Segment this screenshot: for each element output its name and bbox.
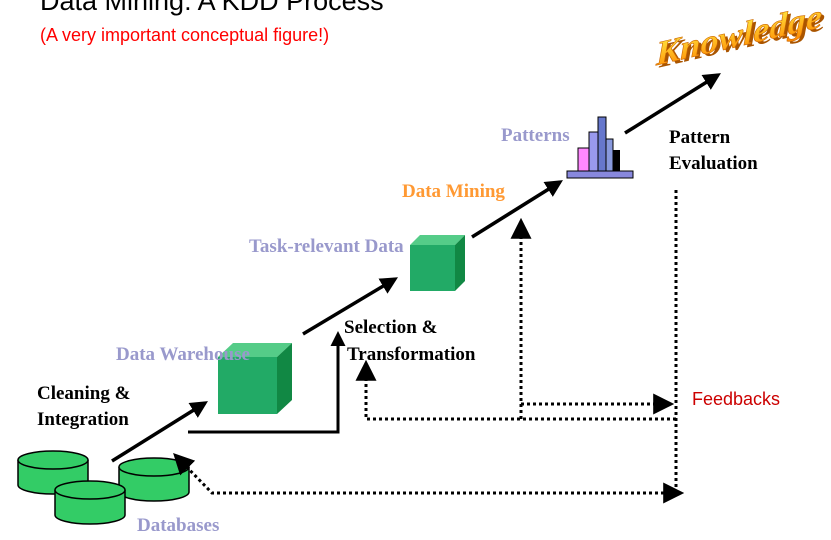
- arrow-task-to-mining: [471, 180, 563, 239]
- arrow-patterns-to-knowledge: [624, 73, 721, 135]
- label-pattern-evaluation-1: Pattern: [669, 127, 731, 148]
- task-relevant-data-cube: [410, 235, 465, 291]
- label-selection-2: Transformation: [347, 344, 476, 365]
- label-databases: Databases: [137, 515, 220, 536]
- feedback-to-databases: [173, 452, 676, 495]
- database-cylinder-2: [118, 457, 190, 502]
- feedback-to-selection: [355, 359, 676, 421]
- label-cleaning-1: Cleaning &: [37, 383, 131, 404]
- label-pattern-evaluation-2: Evaluation: [669, 153, 758, 174]
- arrow-warehouse-to-task: [302, 277, 399, 336]
- data-warehouse-cube: [218, 343, 292, 414]
- database-cylinder-3: [54, 480, 126, 525]
- arrow-db-to-selection: [188, 331, 346, 434]
- label-cleaning-2: Integration: [37, 409, 129, 430]
- knowledge-text: Knowledge: [655, 6, 822, 70]
- label-task-relevant-data: Task-relevant Data: [249, 236, 404, 257]
- label-feedbacks: Feedbacks: [692, 389, 781, 409]
- page-subtitle: (A very important conceptual figure!): [40, 25, 330, 45]
- label-selection-1: Selection &: [344, 317, 438, 338]
- label-data-warehouse: Data Warehouse: [116, 344, 250, 365]
- label-patterns: Patterns: [501, 125, 570, 146]
- page-title: Data Mining: A KDD Process: [40, 0, 384, 16]
- knowledge-wordart: Knowledge Knowledge: [655, 6, 825, 70]
- label-data-mining: Data Mining: [402, 181, 505, 202]
- arrow-db-to-warehouse: [111, 401, 208, 463]
- patterns-chart-icon: [566, 116, 634, 179]
